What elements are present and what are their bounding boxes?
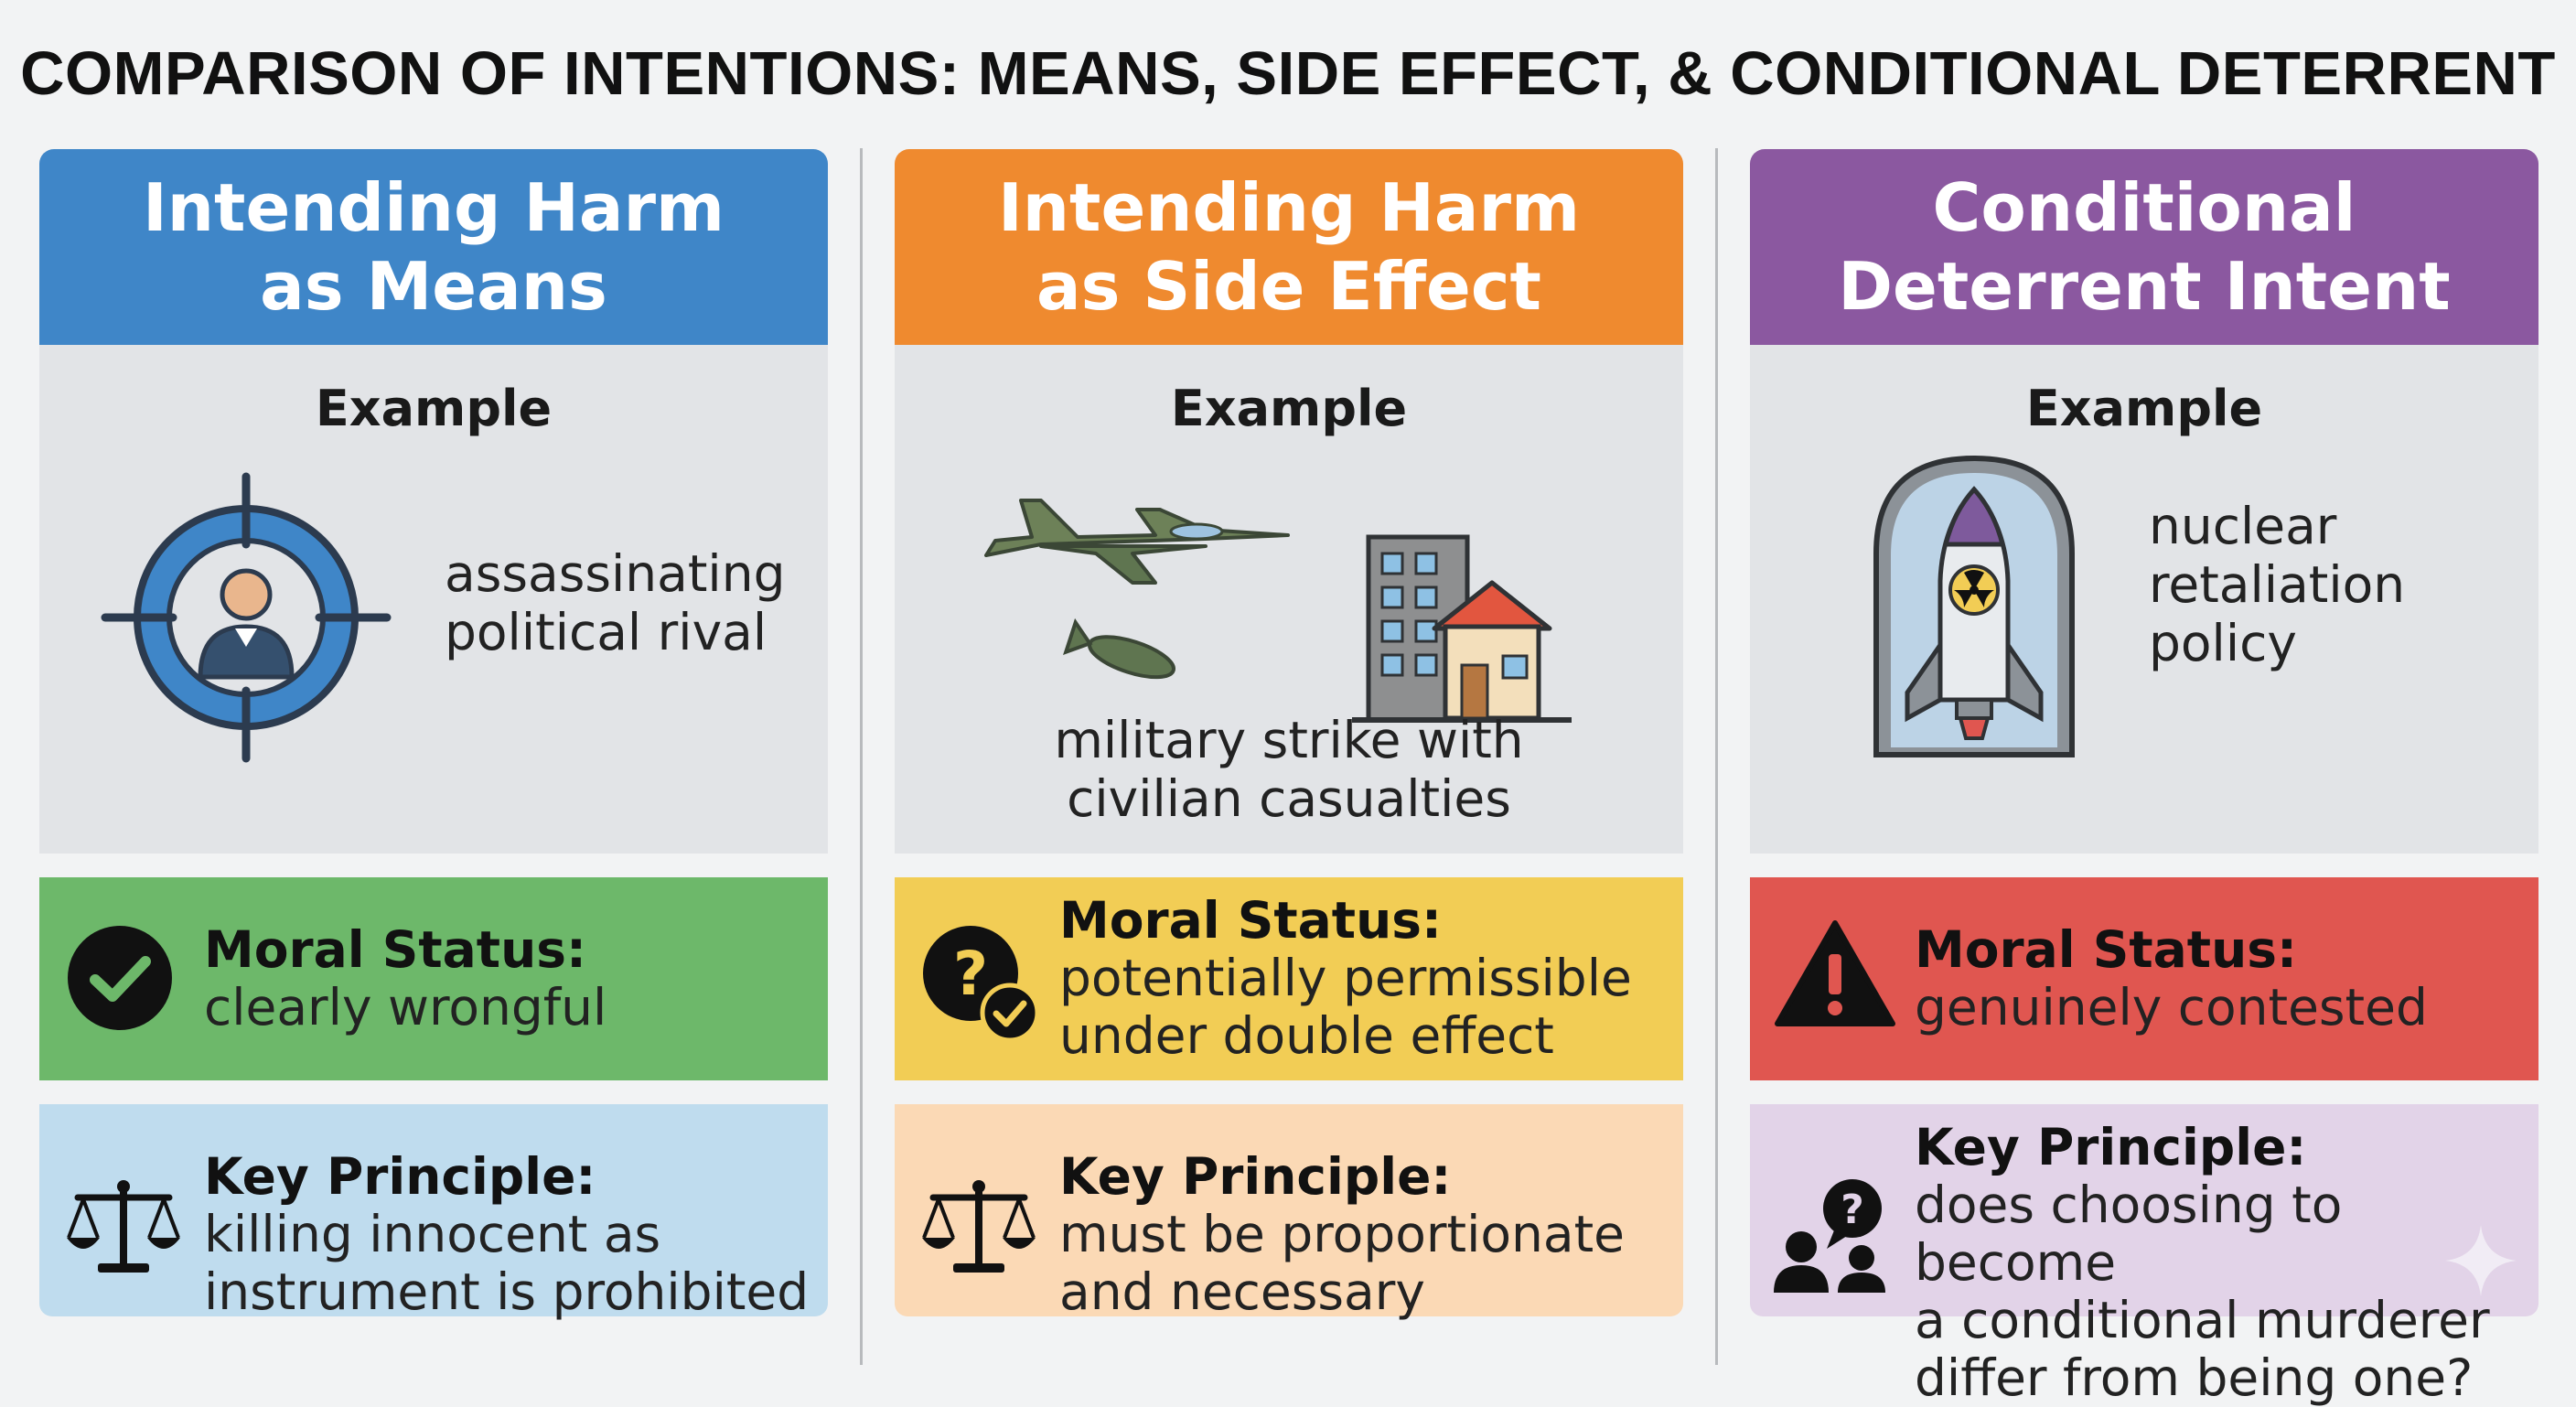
column-header: Conditional Deterrent Intent <box>1750 149 2538 345</box>
key-principle-text: Key Principle: killing innocent as instr… <box>204 1148 809 1321</box>
example-text: assassinating political rival <box>445 544 786 661</box>
svg-text:?: ? <box>953 939 988 1009</box>
example-panel: Example nuclear retaliation policy <box>1750 345 2538 854</box>
moral-status-value: genuinely contested <box>1915 978 2428 1036</box>
target-crosshair-person-icon <box>101 472 392 763</box>
moral-status-label: Moral Status: <box>1915 920 2297 979</box>
moral-status-text: Moral Status: clearly wrongful <box>204 921 606 1036</box>
column-conditional-deterrent: Conditional Deterrent Intent Example nuc… <box>1750 149 2538 1407</box>
example-panel: Example assassinating political rival <box>39 345 828 854</box>
question-check-icon: ? <box>923 926 1039 1042</box>
key-principle-label: Key Principle: <box>1059 1147 1452 1206</box>
key-principle-value: killing innocent as instrument is prohib… <box>204 1205 810 1321</box>
moral-status-text: Moral Status: potentially permissible un… <box>1059 892 1632 1065</box>
sparkle-icon <box>2445 1225 2517 1296</box>
key-principle-box: Key Principle: killing innocent as instr… <box>39 1104 828 1321</box>
column-heading: Conditional Deterrent Intent <box>1838 169 2451 325</box>
page-title: COMPARISON OF INTENTIONS: MEANS, SIDE EF… <box>20 39 2556 108</box>
key-principle-label: Key Principle: <box>204 1147 596 1206</box>
example-panel: Example milit <box>895 345 1683 854</box>
example-text: military strike with civilian casualties <box>1054 711 1524 828</box>
column-side-effect: Intending Harm as Side Effect Example <box>895 149 1683 1321</box>
example-text: nuclear retaliation policy <box>2149 497 2406 672</box>
key-principle-label: Key Principle: <box>1915 1118 2307 1176</box>
warning-triangle-icon <box>1775 920 1895 1026</box>
key-principle-box: ? Key Principle: does choosing to become… <box>1750 1104 2538 1407</box>
column-means: Intending Harm as Means Example assassin… <box>39 149 828 1321</box>
moral-status-label: Moral Status: <box>204 920 586 979</box>
key-principle-value: does choosing to become a conditional mu… <box>1915 1176 2490 1407</box>
column-header: Intending Harm as Means <box>39 149 828 345</box>
nuclear-missile-silo-icon <box>1873 455 2075 757</box>
column-divider <box>1715 148 1718 1365</box>
key-principle-box: Key Principle: must be proportionate and… <box>895 1104 1683 1321</box>
scales-icon <box>67 1180 180 1273</box>
key-principle-text: Key Principle: must be proportionate and… <box>1059 1148 1625 1321</box>
moral-status-label: Moral Status: <box>1059 891 1442 950</box>
jet-bomb-buildings-icon <box>984 499 1572 723</box>
key-principle-text: Key Principle: does choosing to become a… <box>1915 1119 2538 1407</box>
svg-text:?: ? <box>1841 1187 1864 1233</box>
moral-status-value: clearly wrongful <box>204 978 607 1036</box>
column-header: Intending Harm as Side Effect <box>895 149 1683 345</box>
column-divider <box>860 148 863 1365</box>
moral-status-box: Moral Status: genuinely contested <box>1750 877 2538 1080</box>
moral-status-box: ? Moral Status: potentially permissible … <box>895 877 1683 1080</box>
example-label: Example <box>2025 380 2263 437</box>
check-circle-icon <box>68 926 172 1030</box>
example-label: Example <box>315 380 553 437</box>
moral-status-value: potentially permissible under double eff… <box>1059 949 1632 1065</box>
key-principle-value: must be proportionate and necessary <box>1059 1205 1625 1321</box>
moral-status-box: Moral Status: clearly wrongful <box>39 877 828 1080</box>
column-heading: Intending Harm as Side Effect <box>997 169 1580 325</box>
moral-status-text: Moral Status: genuinely contested <box>1915 921 2428 1036</box>
column-heading: Intending Harm as Means <box>142 169 724 325</box>
example-label: Example <box>1170 380 1408 437</box>
people-question-icon: ? <box>1774 1179 1885 1293</box>
scales-icon <box>922 1180 1036 1273</box>
